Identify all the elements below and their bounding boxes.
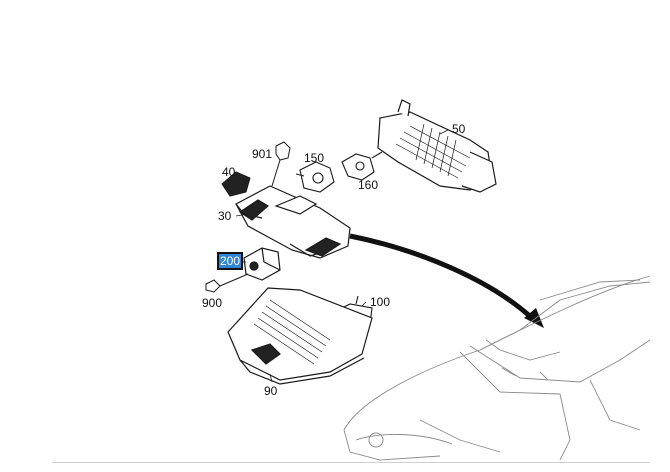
callout-901[interactable]: 901 — [252, 147, 273, 161]
part-40-cover[interactable] — [221, 171, 251, 197]
part-160-sensor[interactable] — [341, 151, 383, 181]
callout-50[interactable]: 50 — [452, 122, 466, 136]
part-900-connector[interactable] — [205, 273, 249, 293]
callout-90[interactable]: 90 — [264, 384, 278, 398]
part-50-module[interactable] — [377, 99, 497, 193]
part-150-sensor[interactable] — [295, 161, 335, 193]
callout-200-selected[interactable]: 200 — [216, 252, 244, 270]
car-outline — [343, 275, 651, 461]
callout-100[interactable]: 100 — [370, 295, 391, 309]
callout-900[interactable]: 900 — [202, 296, 223, 310]
bottom-divider — [52, 462, 650, 463]
part-901-connector[interactable] — [271, 141, 291, 187]
callout-160[interactable]: 160 — [358, 178, 379, 192]
location-arrow — [349, 233, 544, 328]
part-90-console[interactable] — [227, 287, 373, 385]
part-30-bracket[interactable] — [235, 185, 351, 259]
callout-40[interactable]: 40 — [222, 165, 236, 179]
callout-150[interactable]: 150 — [304, 151, 325, 165]
part-200-camera[interactable] — [243, 247, 281, 281]
callout-30[interactable]: 30 — [218, 209, 232, 223]
